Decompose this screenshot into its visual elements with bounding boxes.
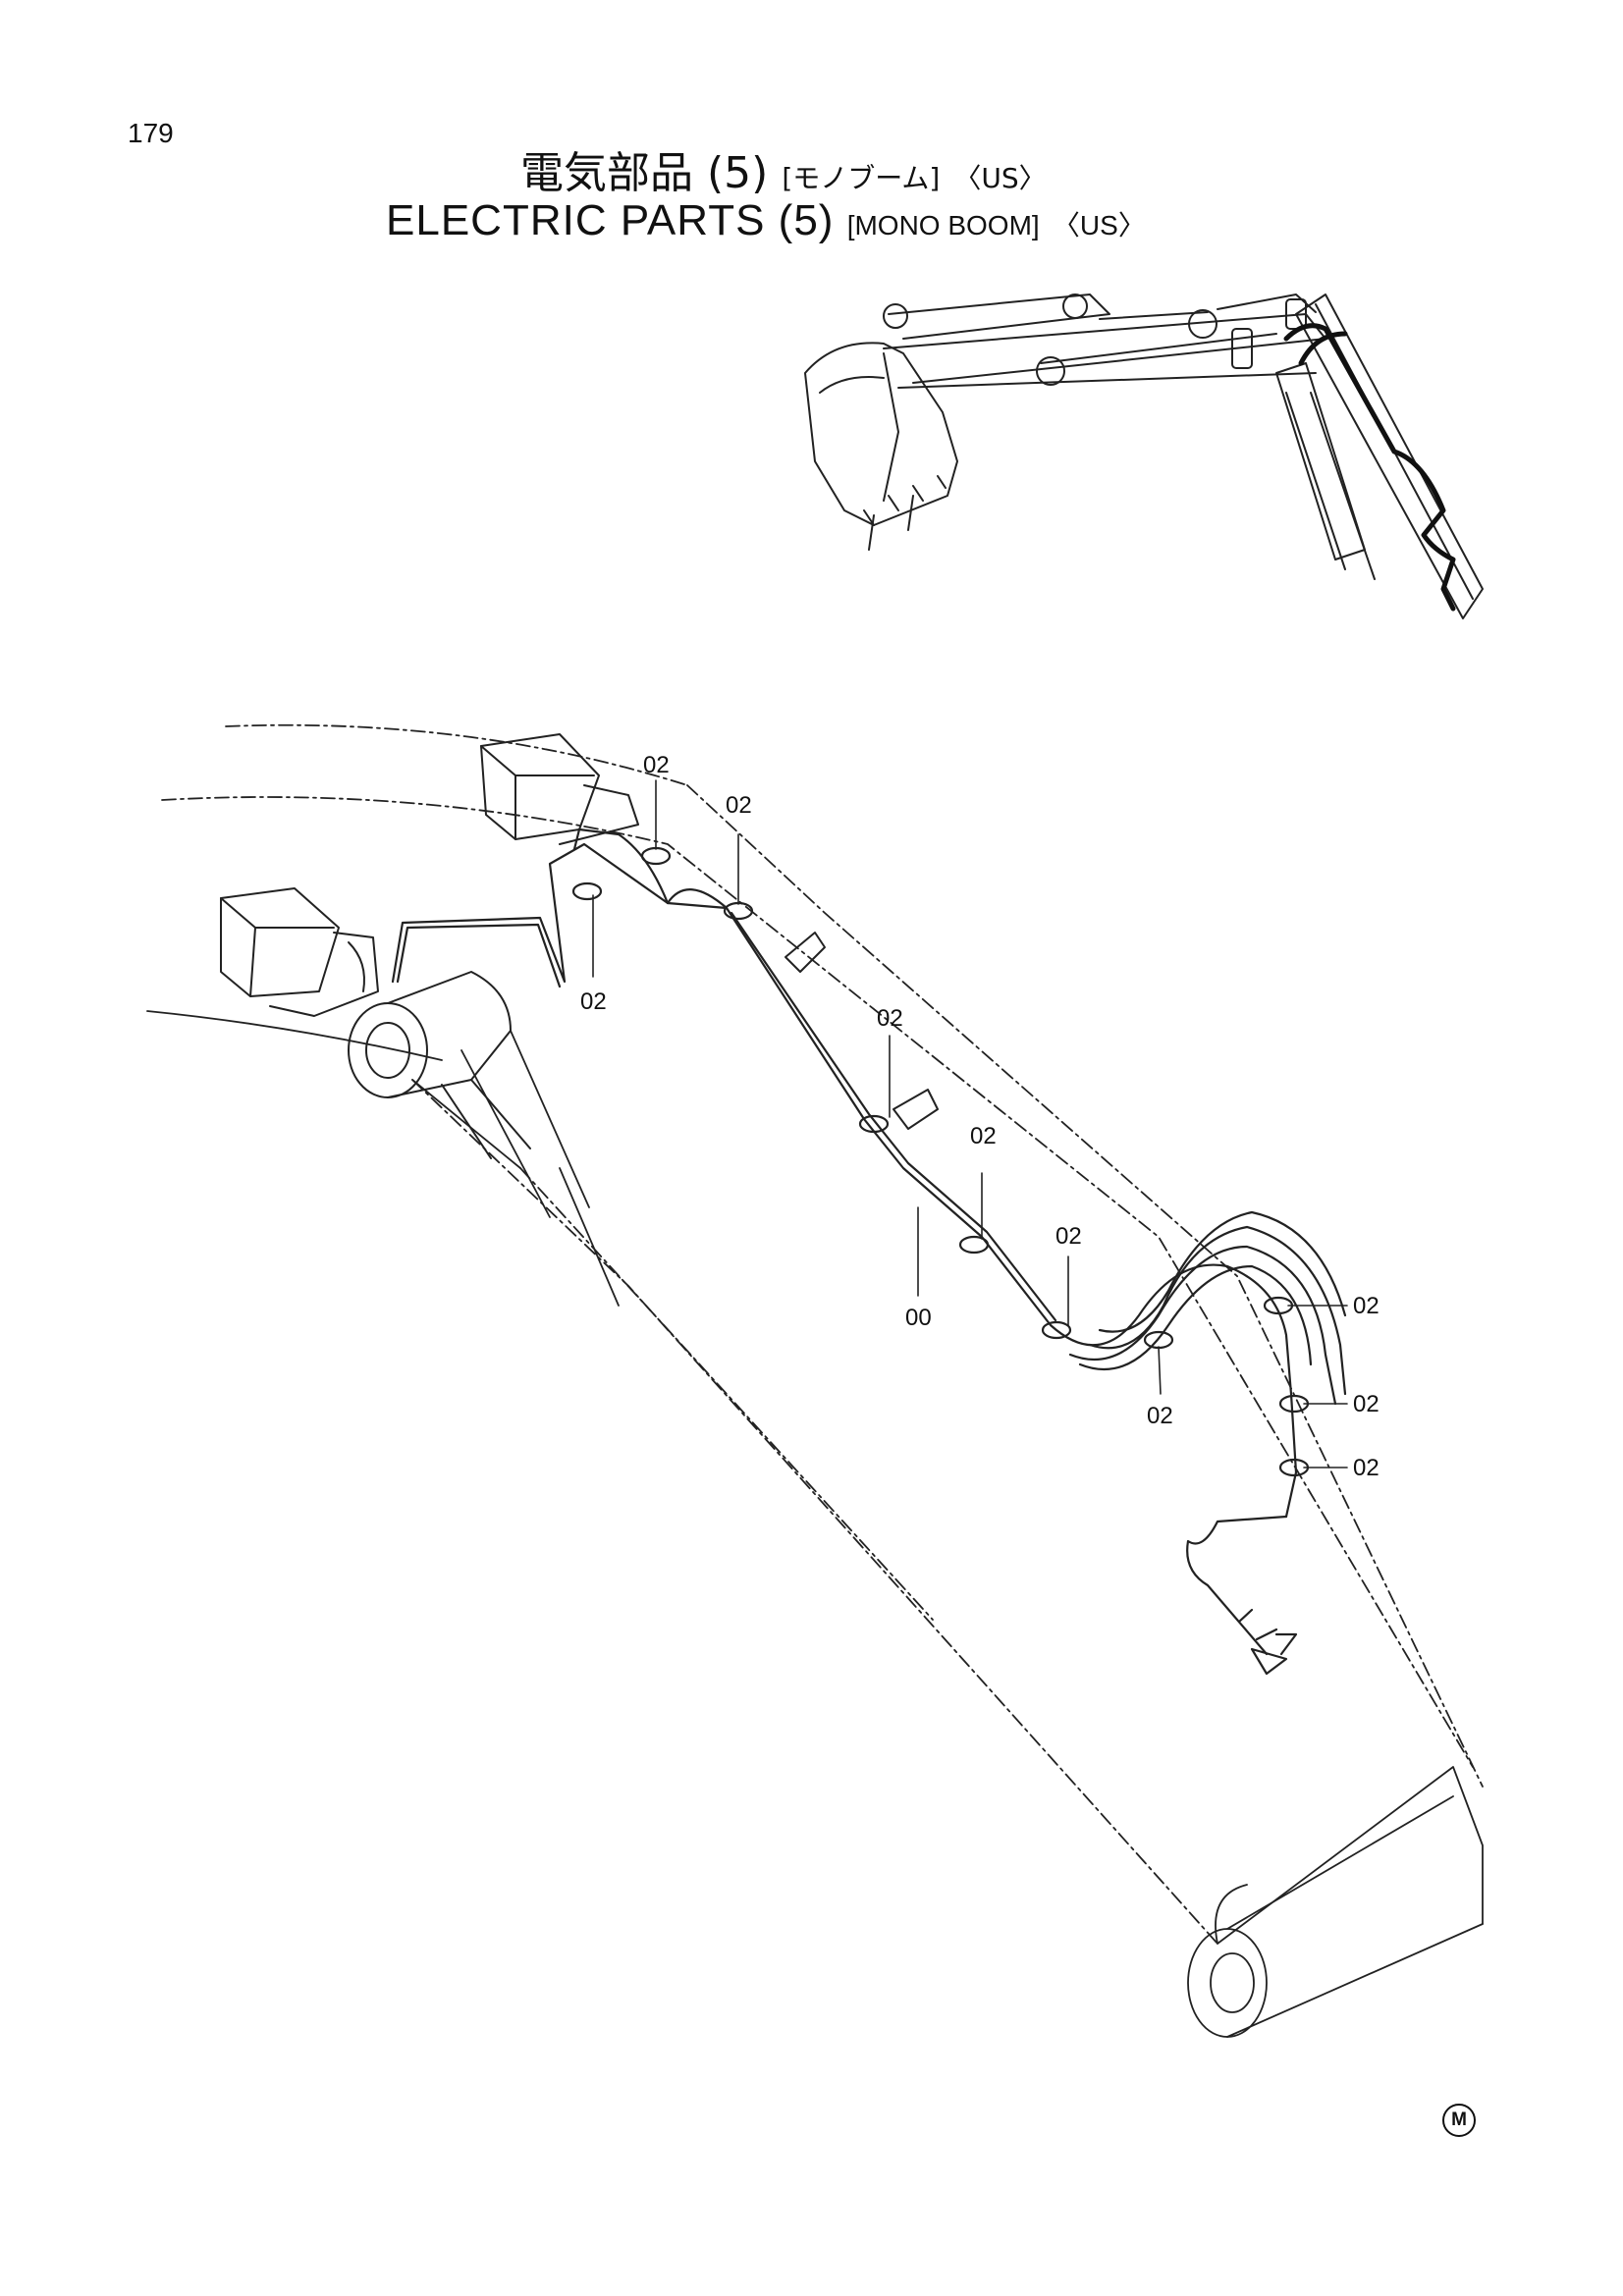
callout-02: 02 xyxy=(1353,1455,1380,1481)
title-japanese: 電気部品 (5) [モノブーム] 〈US〉 xyxy=(520,137,1047,200)
leader-lines xyxy=(592,779,1348,1468)
callout-02: 02 xyxy=(726,792,752,819)
callout-02: 02 xyxy=(643,752,670,778)
work-lamp-top xyxy=(480,733,639,845)
callout-02: 02 xyxy=(877,1005,903,1032)
clamp xyxy=(571,881,603,901)
clamp xyxy=(958,1235,990,1255)
title-en-main: ELECTRIC PARTS (5) xyxy=(386,196,835,244)
title-jp-region: 〈US〉 xyxy=(953,162,1047,194)
page-number: 179 xyxy=(128,118,174,148)
clamp xyxy=(640,846,672,866)
bucket-drawing xyxy=(804,342,958,551)
harness-brackets xyxy=(784,932,939,1130)
arm-drawing xyxy=(883,294,1326,389)
callout-02: 02 xyxy=(970,1123,997,1149)
callout-02: 02 xyxy=(1353,1391,1380,1417)
boom-outline xyxy=(146,723,1484,2038)
callout-labels: 02 02 02 02 02 02 02 02 02 02 00 xyxy=(580,752,1380,1481)
title-english: ELECTRIC PARTS (5) [MONO BOOM] 〈US〉 xyxy=(386,196,1146,245)
title-en-bracket: [MONO BOOM] xyxy=(846,210,1040,240)
wire-harness-00 xyxy=(391,828,1347,1676)
title-en-region: 〈US〉 xyxy=(1052,210,1146,240)
manufacturer-mark: M xyxy=(1442,2104,1476,2137)
callout-02: 02 xyxy=(580,988,607,1015)
inset-excavator-view xyxy=(804,294,1484,619)
callout-02: 02 xyxy=(1353,1293,1380,1319)
title-jp-main: 電気部品 (5) xyxy=(520,148,769,198)
clamp xyxy=(858,1114,890,1134)
work-lamp-left xyxy=(220,887,379,1017)
boom-drawing xyxy=(1231,294,1484,619)
callout-02: 02 xyxy=(1147,1403,1173,1429)
callout-00: 00 xyxy=(905,1305,932,1331)
clamps-02 xyxy=(571,846,1310,1477)
callout-02: 02 xyxy=(1055,1223,1082,1250)
harness-highlight xyxy=(1283,323,1456,612)
clamp xyxy=(1041,1320,1072,1340)
cylinder-pivot xyxy=(348,971,531,1159)
title-jp-bracket: [モノブーム] xyxy=(782,162,941,194)
